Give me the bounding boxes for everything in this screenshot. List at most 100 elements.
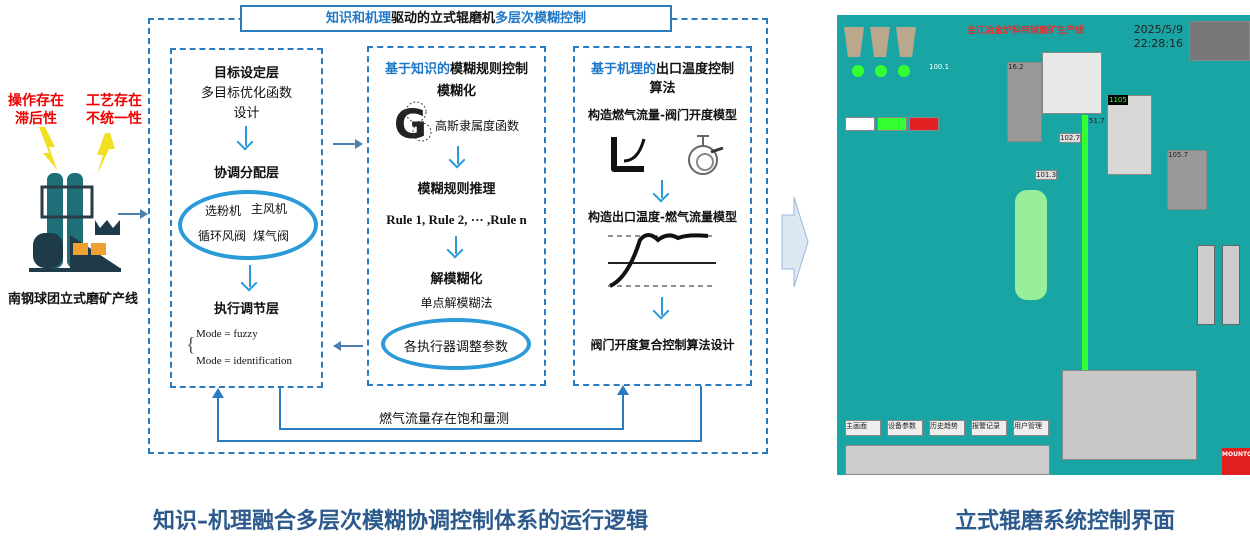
arrow-right-icon	[118, 209, 148, 219]
brace-icon: {	[186, 334, 196, 356]
hmi-val: 100.1	[929, 63, 950, 71]
issue-lag-line2: 滞后性	[15, 111, 57, 127]
hmi-nav-button[interactable]: 设备参数	[887, 420, 923, 436]
item-circulation-valve: 循环风阀	[198, 229, 247, 243]
mech-title-line2: 算法	[649, 81, 676, 96]
adjust-params-ellipse	[381, 318, 531, 370]
hmi-val: 1105	[1108, 95, 1128, 105]
hmi-pipe	[1082, 115, 1088, 375]
feedback-line	[622, 392, 624, 430]
issue-inconsistency: 工艺存在不统一性	[86, 92, 142, 128]
item-gas-valve: 煤气阀	[253, 229, 290, 243]
mechanism-box-title: 基于机理的出口温度控制算法	[573, 60, 752, 98]
hmi-tank	[1222, 245, 1240, 325]
allocation-layer-heading: 协调分配层	[213, 166, 279, 181]
rule-list: Rule 1, Rule 2, ··· ,Rule n	[386, 212, 527, 227]
curve-chart-icon	[611, 137, 646, 172]
hopper-icons	[844, 27, 916, 57]
svg-text:G: G	[394, 102, 427, 146]
hmi-val: 102.7	[1059, 133, 1081, 143]
hmi-logo: MOUNTOP	[1222, 448, 1250, 475]
arrow-up-icon	[212, 388, 224, 398]
hmi-nav-button[interactable]: 用户管理	[1013, 420, 1049, 436]
goal-text-2: 设计	[233, 106, 260, 121]
title-part3: 多层次模糊控制	[495, 11, 587, 26]
fuzzy-title-black: 模糊规则控制	[450, 62, 529, 77]
title-part2: 驱动的立式辊磨机	[390, 11, 495, 26]
arrow-down-icon	[457, 146, 459, 164]
issue-lag: 操作存在滞后性	[8, 92, 64, 128]
feedback-line	[217, 440, 702, 442]
arrow-right-icon	[333, 139, 363, 149]
hmi-btn[interactable]	[845, 117, 875, 131]
issue-lag-line1: 操作存在	[8, 93, 64, 109]
factory-icon	[29, 127, 121, 272]
issue-inconsistency-line2: 不统一性	[86, 111, 142, 127]
hmi-panel: 105.7	[1167, 150, 1207, 210]
arrow-left-icon	[333, 341, 363, 351]
adjust-params-label: 各执行器调整参数	[403, 340, 508, 355]
fuzzy-title-blue: 基于知识的	[384, 62, 450, 77]
mech-title-blue: 基于机理的	[590, 62, 656, 77]
plant-label: 南钢球团立式磨矿产线	[8, 292, 139, 307]
hmi-trend	[1042, 52, 1102, 114]
hmi-nav-button[interactable]: 历史趋势	[929, 420, 965, 436]
hmi-val: 105.7	[1168, 151, 1189, 159]
goal-layer-text: 多目标优化函数设计	[170, 84, 323, 124]
hmi-val: 101.3	[1035, 170, 1057, 180]
item-main-fan: 主风机	[251, 202, 288, 216]
arrow-up-icon	[617, 385, 629, 395]
hmi-alarm-list	[845, 445, 1050, 475]
defuzzification-method: 单点解模糊法	[420, 296, 493, 310]
hmi-status-table	[1062, 370, 1197, 460]
hmi-nav-button[interactable]: 报警记录	[971, 420, 1007, 436]
hmi-btn[interactable]	[877, 117, 907, 131]
coordination-box	[170, 48, 323, 388]
hmi-btn[interactable]	[909, 117, 939, 131]
mode-identification: Mode = identification	[196, 355, 293, 367]
hmi-title: 金江冶金炉料带球磨矿生产线	[967, 26, 1085, 36]
mechanism-box	[573, 46, 752, 386]
valve-icon	[688, 135, 724, 175]
rule-inference-heading: 模糊规则推理	[417, 182, 496, 197]
arrow-down-icon	[455, 236, 457, 254]
lightning-icon	[97, 133, 115, 175]
hmi-gauges	[1189, 21, 1250, 61]
hmi-tank	[1197, 245, 1215, 325]
hmi-baghouse: 1105	[1107, 95, 1152, 175]
response-curve-icon	[608, 233, 716, 288]
arrow-down-icon	[245, 126, 247, 146]
fuzzy-rule-box	[367, 46, 546, 386]
feedback-line	[217, 395, 219, 441]
defuzzification-heading: 解模糊化	[430, 272, 483, 287]
execution-layer-heading: 执行调节层	[213, 302, 279, 317]
feedback-line	[279, 428, 623, 430]
gaussian-membership-label: 高斯隶属度函数	[435, 119, 520, 133]
mode-fuzzy: Mode = fuzzy	[196, 328, 258, 340]
chevron-arrow-icon	[781, 196, 809, 288]
mech-title-black: 出口温度控制	[656, 62, 735, 77]
lightning-icon	[39, 127, 57, 170]
saturation-label: 燃气流量存在饱和量测	[379, 412, 510, 427]
diagram-title: 知识和机理驱动的立式辊磨机多层次模糊控制	[240, 5, 672, 32]
goal-layer-heading: 目标设定层	[213, 66, 279, 81]
hmi-nav-button[interactable]: 主画面	[845, 420, 881, 436]
hmi-val: 51.7	[1089, 117, 1105, 125]
issue-inconsistency-line1: 工艺存在	[86, 93, 142, 109]
goal-text-1: 多目标优化函数	[200, 86, 292, 101]
hmi-val: 16.2	[1008, 63, 1024, 71]
actuator-ellipse	[178, 190, 318, 260]
arrow-down-icon	[249, 265, 251, 287]
feedback-line	[700, 386, 702, 441]
arrow-down-icon	[661, 180, 663, 198]
composite-control-design: 阀门开度复合控制算法设计	[590, 338, 735, 352]
left-caption: 知识–机理融合多层次模糊协调控制体系的运行逻辑	[153, 509, 649, 534]
temp-flow-model: 构造出口温度-燃气流量模型	[588, 210, 737, 224]
right-caption: 立式辊磨系统控制界面	[955, 509, 1176, 534]
title-part1: 知识和机理	[325, 11, 391, 26]
hmi-time: 22:28:16	[1133, 37, 1183, 50]
fuzzy-box-title: 基于知识的模糊规则控制	[367, 58, 546, 77]
hmi-date: 2025/5/9	[1133, 23, 1183, 36]
